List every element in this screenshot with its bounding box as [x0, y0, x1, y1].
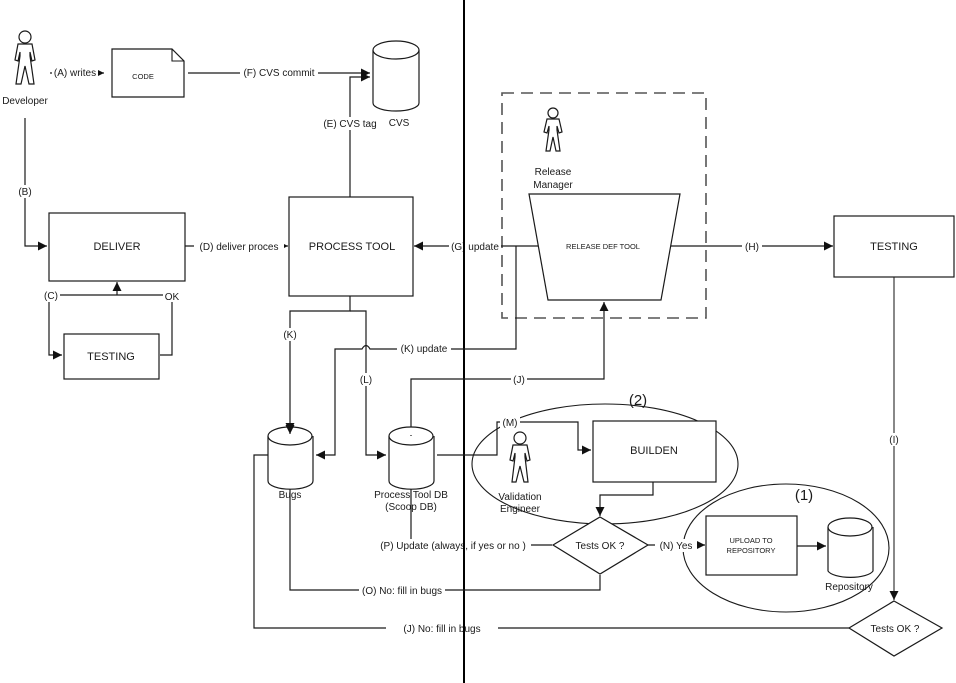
- edge-i-label: (I): [889, 435, 898, 446]
- edge-e-label: (E) CVS tag: [323, 119, 376, 130]
- tests-ok-bottom-decision[interactable]: [847, 600, 944, 657]
- edge-k-update: [316, 246, 517, 460]
- upload-repository-box[interactable]: [705, 515, 798, 576]
- group-1-label: (1): [795, 487, 813, 504]
- builden-label: BUILDEN: [630, 445, 678, 457]
- edge-k-label: (K): [283, 330, 296, 341]
- edge-e: [349, 72, 370, 197]
- release-manager-label-1: Release: [535, 167, 572, 178]
- cvs-label: CVS: [389, 118, 410, 129]
- edge-ok-label: OK: [165, 292, 180, 303]
- upload-label-2: REPOSITORY: [727, 546, 776, 555]
- tests-ok-mid-label: Tests OK ?: [576, 541, 625, 552]
- edge-k: [285, 296, 351, 432]
- developer-actor-icon: [14, 30, 36, 85]
- edge-p-label: (P) Update (always, if yes or no ): [380, 541, 526, 552]
- edge-f-label: (F) CVS commit: [243, 68, 314, 79]
- upload-label-1: UPLOAD TO: [729, 536, 772, 545]
- edge-c-label: (C): [44, 291, 58, 302]
- edge-g-label: (G) update: [451, 242, 499, 253]
- builden-box[interactable]: [592, 420, 717, 483]
- deliver-box[interactable]: [48, 212, 186, 282]
- edge-labels: (A) writes (F) CVS commit (E) CVS tag (B…: [15, 66, 902, 635]
- bugs-database[interactable]: [267, 426, 314, 490]
- process-tool-box[interactable]: [288, 196, 414, 297]
- process-tool-db-label-2: (Scoop DB): [385, 502, 437, 513]
- edge-j-bottom-label: (J) No: fill in bugs: [403, 624, 480, 635]
- validation-engineer-label-2: Engineer: [500, 504, 541, 515]
- testing-left-box[interactable]: [63, 333, 160, 380]
- tests-ok-mid-decision[interactable]: [551, 516, 650, 575]
- edge-l-label: (L): [360, 375, 372, 386]
- code-label: CODE: [132, 72, 154, 81]
- edge-j-top: [410, 302, 609, 435]
- edge-b: [24, 118, 47, 251]
- edge-m-label: (M): [503, 418, 518, 429]
- cvs-database[interactable]: [372, 40, 420, 112]
- edge-builden-tests: [595, 482, 654, 516]
- release-manager-boundary: [501, 92, 707, 319]
- edge-j-top-label: (J): [513, 375, 525, 386]
- edge-m: [437, 421, 591, 456]
- validation-engineer-actor-icon: [509, 431, 531, 483]
- edge-d-label: (D) deliver proces: [200, 242, 279, 253]
- repository-label: Repository: [825, 582, 873, 593]
- process-tool-db-label-1: Process Tool DB: [374, 490, 448, 501]
- developer-label: Developer: [2, 96, 48, 107]
- testing-left-label: TESTING: [87, 351, 135, 363]
- tests-ok-bottom-label: Tests OK ?: [871, 624, 920, 635]
- testing-right-label: TESTING: [870, 241, 918, 253]
- release-manager-label-2: Manager: [533, 180, 573, 191]
- edge-o-label: (O) No: fill in bugs: [362, 586, 442, 597]
- edge-j-bottom: [253, 454, 849, 629]
- bugs-label: Bugs: [279, 490, 302, 501]
- release-manager-actor-icon: [543, 107, 563, 152]
- code-document-fold: [171, 49, 184, 62]
- release-def-tool-label: RELEASE DEF TOOL: [566, 242, 640, 251]
- edge-c: [48, 294, 62, 360]
- process-tool-db-database[interactable]: [388, 426, 435, 490]
- testing-right-box[interactable]: [833, 215, 955, 278]
- edge-h-label: (H): [745, 242, 759, 253]
- group-2-label: (2): [629, 392, 647, 409]
- repository-database[interactable]: [827, 517, 874, 578]
- code-document[interactable]: [111, 48, 185, 98]
- deliver-label: DELIVER: [93, 241, 140, 253]
- process-tool-label: PROCESS TOOL: [309, 241, 395, 253]
- validation-engineer-label-1: Validation: [498, 492, 541, 503]
- edge-a-label: (A) writes: [54, 68, 96, 79]
- edge-n-label: (N) Yes: [660, 541, 693, 552]
- release-def-tool-shape[interactable]: [528, 193, 681, 301]
- edge-ok: [60, 294, 173, 356]
- edge-k-update-label: (K) update: [401, 344, 448, 355]
- edge-b-label: (B): [18, 187, 31, 198]
